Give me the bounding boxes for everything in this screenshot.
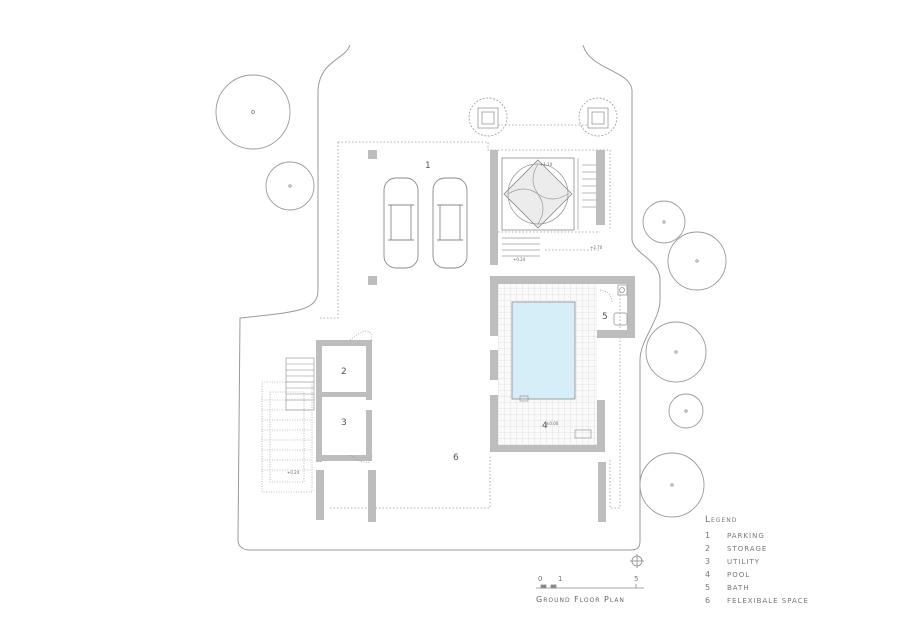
level-label: +0.24 bbox=[287, 470, 300, 475]
trees bbox=[215, 74, 727, 518]
legend-item-label: parking bbox=[727, 531, 765, 540]
scale-tick-5: 5 bbox=[634, 575, 639, 583]
legend-item-number: 4 bbox=[705, 570, 712, 579]
legend-item: 1 parking bbox=[705, 529, 809, 542]
room-label-storage: 2 bbox=[341, 367, 347, 377]
courtyard-block bbox=[490, 150, 605, 265]
storage-utility-block bbox=[316, 330, 606, 522]
legend-item: 5 bath bbox=[705, 581, 809, 594]
pool-block bbox=[490, 276, 635, 452]
roof-outline-dotted bbox=[318, 141, 621, 509]
level-label: +2.70 bbox=[590, 245, 603, 250]
level-label: +0.24 bbox=[513, 257, 526, 262]
legend-item: 3 utility bbox=[705, 555, 809, 568]
car-2 bbox=[432, 177, 468, 269]
room-label-bath: 5 bbox=[602, 312, 608, 322]
legend-item-label: bath bbox=[727, 583, 750, 592]
legend-item-label: utility bbox=[727, 557, 760, 566]
legend-item-number: 2 bbox=[705, 544, 712, 553]
level-markers: +1.10 +2.70 +0.24 ±0.00 +0.24 bbox=[287, 162, 603, 475]
site-boundary bbox=[237, 44, 661, 551]
legend-item-number: 6 bbox=[705, 596, 712, 605]
car-1 bbox=[383, 177, 419, 269]
legend-item-number: 1 bbox=[705, 531, 712, 540]
staircase bbox=[261, 357, 315, 493]
room-numbers: 1 2 3 4 5 6 bbox=[341, 161, 608, 463]
plan-title: Ground Floor Plan bbox=[536, 595, 625, 604]
level-label: +1.10 bbox=[540, 162, 553, 167]
scale-tick-0: 0 bbox=[538, 575, 543, 583]
room-label-utility: 3 bbox=[341, 418, 347, 428]
pool-water bbox=[511, 301, 576, 400]
bath-fixtures bbox=[599, 284, 628, 326]
legend-item-number: 5 bbox=[705, 583, 712, 592]
scale-tick-1: 1 bbox=[558, 575, 563, 583]
legend-item: 2 storage bbox=[705, 542, 809, 555]
north-arrow-icon bbox=[630, 554, 644, 568]
legend-item-label: felexibale space bbox=[727, 596, 809, 605]
legend-item: 4 pool bbox=[705, 568, 809, 581]
legend-item-label: storage bbox=[727, 544, 768, 553]
legend: Legend 1 parking 2 storage 3 utility 4 p… bbox=[705, 515, 809, 607]
legend-item: 6 felexibale space bbox=[705, 594, 809, 607]
room-label-parking: 1 bbox=[425, 161, 431, 171]
scale-bar bbox=[536, 584, 644, 589]
planters bbox=[468, 97, 618, 137]
room-label-pool: 4 bbox=[542, 421, 548, 431]
room-label-flexible-space: 6 bbox=[453, 453, 459, 463]
level-label: ±0.00 bbox=[546, 421, 559, 426]
legend-item-number: 3 bbox=[705, 557, 712, 566]
legend-item-label: pool bbox=[727, 570, 751, 579]
legend-title: Legend bbox=[705, 515, 738, 525]
parking-area bbox=[368, 150, 468, 285]
